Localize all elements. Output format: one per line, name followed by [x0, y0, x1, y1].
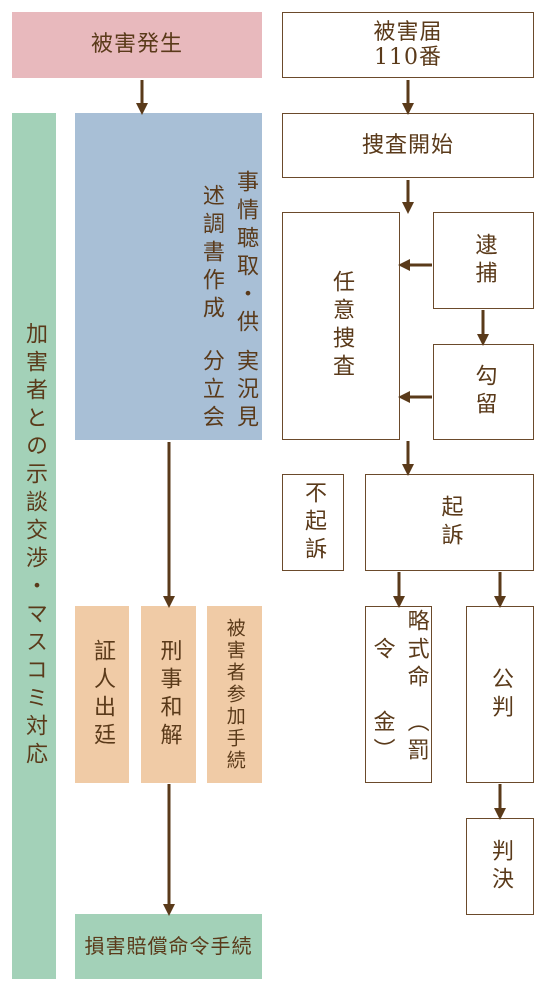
- hearing-label: 事情聴取・供述調書作成: [198, 169, 258, 338]
- report-label: 被害届 110番: [373, 19, 443, 70]
- incident-box: 被害発生: [12, 12, 262, 78]
- public-trial-label: 公判: [488, 666, 514, 723]
- incident-label: 被害発生: [90, 32, 183, 58]
- witness-label: 証人出廷: [90, 638, 116, 751]
- criminal-settlement-label: 刑事和解: [156, 638, 182, 751]
- detention-box: 勾留: [433, 344, 534, 440]
- summary-order-label: 略式命令: [369, 608, 429, 693]
- fine-label: （罰金）: [369, 710, 429, 767]
- investigation-start-label: 捜査開始: [361, 132, 454, 158]
- public-trial-box: 公判: [466, 606, 534, 783]
- judgment-box: 判決: [466, 818, 534, 915]
- detention-label: 勾留: [471, 364, 497, 420]
- arrest-box: 逮捕: [433, 212, 534, 309]
- criminal-settlement-box: 刑事和解: [141, 606, 196, 783]
- arrest-label: 逮捕: [471, 232, 497, 289]
- indictment-label: 起訴: [437, 494, 463, 551]
- voluntary-investigation-label: 任意捜査: [329, 270, 355, 382]
- hearing-box: 事情聴取・供述調書作成 実況見分立会: [75, 113, 262, 440]
- voluntary-investigation-box: 任意捜査: [282, 212, 400, 440]
- witness-box: 証人出廷: [75, 606, 129, 783]
- damages-order-box: 損害賠償命令手続: [75, 914, 262, 979]
- report-box: 被害届 110番: [282, 12, 534, 78]
- summary-order-box: 略式命令 （罰金）: [365, 606, 432, 783]
- indictment-box: 起訴: [365, 474, 534, 571]
- negotiation-label: 加害者との示談交渉・マスコミ対応: [22, 322, 48, 770]
- negotiation-box: 加害者との示談交渉・マスコミ対応: [12, 113, 56, 979]
- field-inspection-label: 実況見分立会: [198, 349, 258, 434]
- victim-participation-box: 被害者参加手続: [207, 606, 262, 783]
- investigation-start-box: 捜査開始: [282, 113, 534, 178]
- judgment-label: 判決: [488, 838, 514, 895]
- damages-order-label: 損害賠償命令手続: [84, 934, 253, 958]
- no-indictment-box: 不起訴: [282, 474, 344, 571]
- victim-participation-label: 被害者参加手続: [223, 617, 246, 772]
- no-indictment-label: 不起訴: [301, 480, 327, 565]
